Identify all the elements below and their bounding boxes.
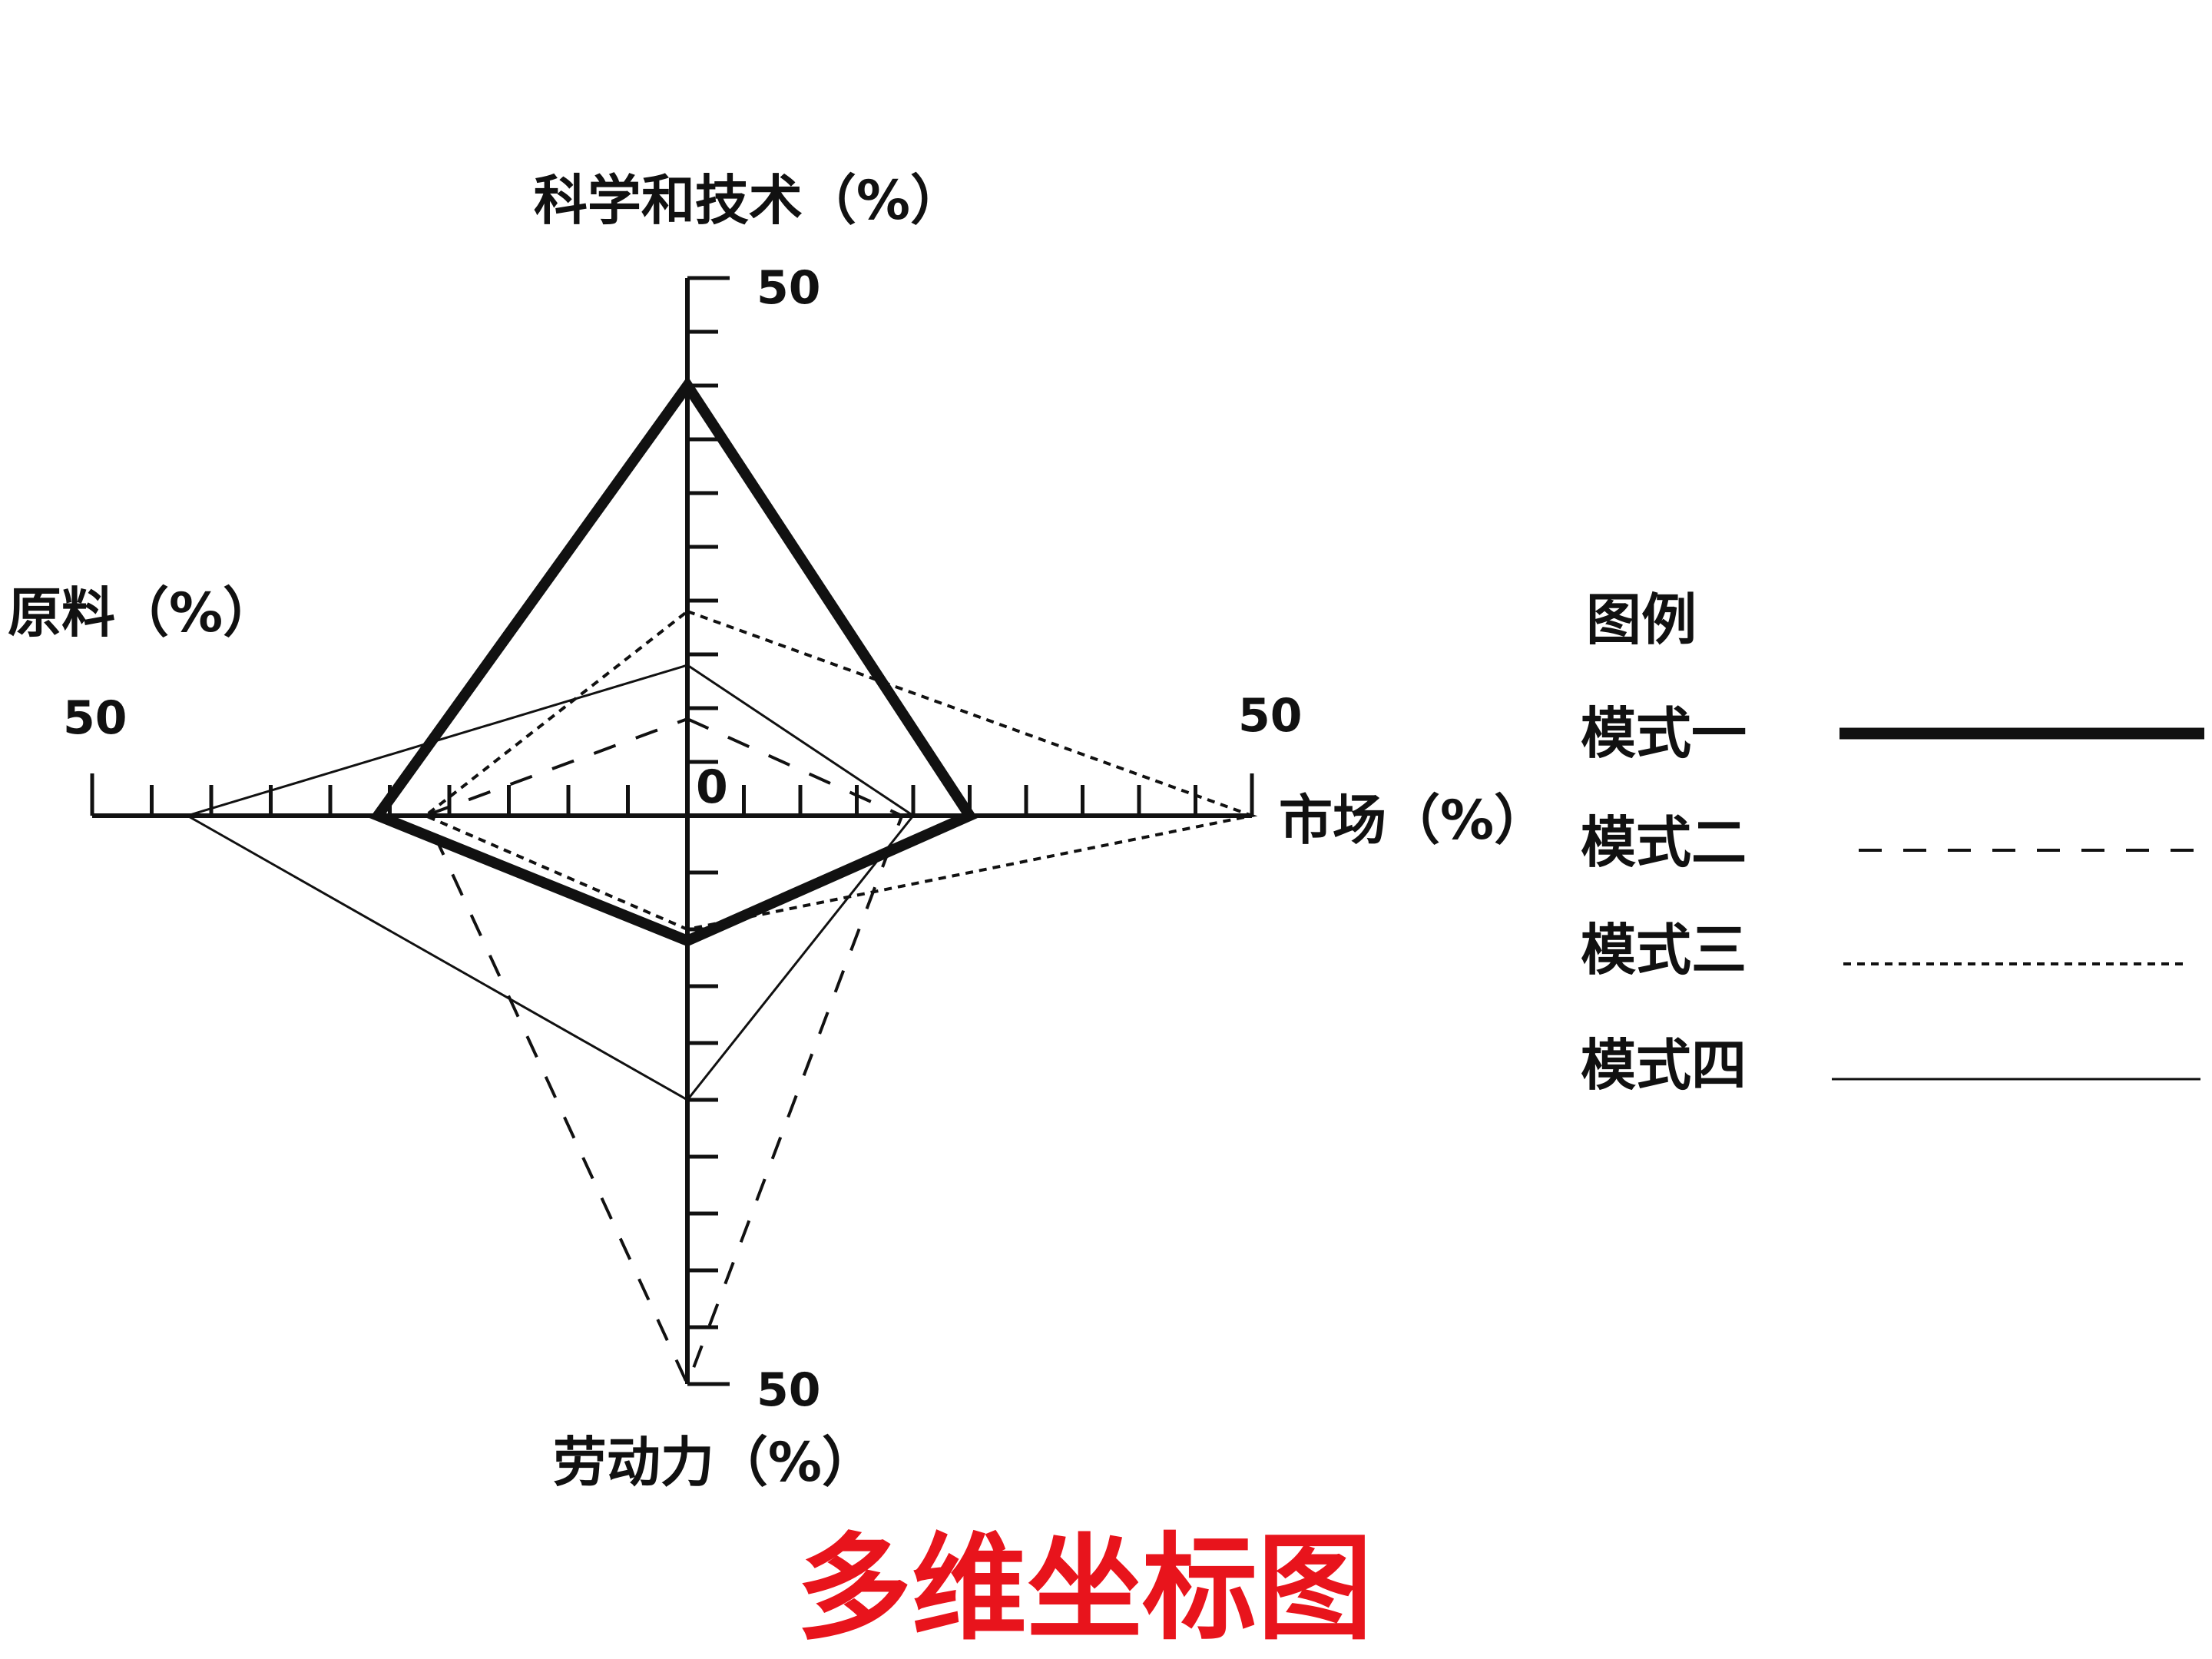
- series-line-4: [184, 664, 916, 1101]
- tick-label-material-max: 50: [63, 691, 127, 745]
- series-line-3: [422, 609, 1258, 932]
- series-line-1: [369, 376, 978, 947]
- axis-title-market: 市场（%）: [1279, 789, 1548, 852]
- tick-label-origin: 0: [696, 760, 728, 814]
- axes: [90, 276, 1254, 1386]
- legend-label-4: 模式四: [1581, 1033, 1747, 1098]
- series-line-2: [423, 717, 904, 1389]
- axis-title-labor: 劳动力（%）: [553, 1431, 876, 1494]
- axis-title-material: 原料（%）: [8, 581, 276, 644]
- series-lines: [184, 376, 1258, 1389]
- legend-title: 图例: [1586, 588, 1697, 652]
- axis-title-science: 科学和技术（%）: [534, 169, 964, 232]
- legend-label-3: 模式三: [1581, 918, 1747, 982]
- tick-label-labor-max: 50: [757, 1363, 821, 1417]
- tick-label-science-max: 50: [757, 261, 821, 315]
- legend-label-2: 模式二: [1581, 810, 1747, 875]
- chart-caption: 多维坐标图: [796, 1522, 1373, 1656]
- legend-label-1: 模式一: [1581, 701, 1747, 766]
- tick-label-market-max: 50: [1238, 689, 1303, 743]
- legend: 图例 模式一 模式二 模式三 模式四: [1581, 588, 2204, 1098]
